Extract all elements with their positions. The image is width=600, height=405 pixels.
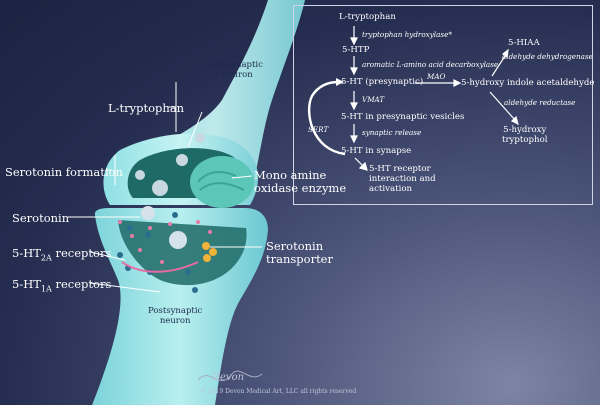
label-presynaptic-neuron: Presynaptic neuron — [212, 60, 263, 80]
pathway-step-5hiaa: 5-HIAA — [508, 38, 540, 48]
label-5ht2a-receptors: 5-HT2A receptors — [12, 246, 111, 262]
pathway-enzyme-mao: MAO — [427, 72, 446, 81]
label-serotonin-transporter: Serotonin transporter — [266, 239, 333, 266]
pathway-step-aldehyde: 5-hydroxy indole acetaldehyde — [461, 78, 595, 88]
leader-lines — [68, 82, 262, 293]
pathway-box — [293, 5, 593, 205]
transporter — [202, 242, 217, 262]
ion-flow — [121, 261, 199, 273]
mitochondrion-cristae — [197, 171, 245, 191]
pathway-arrows — [350, 26, 519, 171]
label-5ht2a-sub: 2A — [40, 253, 52, 263]
pathway-step-5ht-presynaptic: 5-HT (presynaptic) — [341, 77, 424, 87]
signature-mark — [197, 370, 263, 381]
copyright: © 2019 Devon Medical Art, LLC all rights… — [200, 388, 357, 395]
label-5ht1a-receptors: 5-HT1A receptors — [12, 277, 111, 293]
serotonin-molecules — [118, 220, 212, 264]
pathway-step-tryptophol: 5-hydroxy tryptophol — [502, 125, 548, 145]
label-5ht1a-suffix: receptors — [51, 277, 112, 291]
pathway-enzyme-vmat: VMAT — [362, 95, 385, 104]
receptors — [117, 212, 198, 293]
label-5ht2a-suffix: receptors — [51, 246, 112, 260]
label-5ht1a-prefix: 5-HT — [12, 277, 41, 291]
pathway-step-l-tryptophan: L-tryptophan — [339, 12, 396, 22]
signature: Devon — [212, 372, 245, 383]
pathway-enzyme-decarboxylase: aromatic L-amino acid decarboxylase — [362, 60, 499, 69]
pathway-step-receptor-activation: 5-HT receptor interaction and activation — [369, 164, 436, 194]
pathway-step-5htp: 5-HTP — [342, 45, 370, 55]
sert-loop — [307, 80, 346, 156]
pathway-enzyme-synaptic-release: synaptic release — [362, 128, 422, 137]
pathway-sert: SERT — [308, 125, 329, 134]
pathway-enzyme-tryptophan-hydroxylase: tryptophan hydroxylase* — [362, 30, 452, 39]
pathway-enzyme-reductase: aldehyde reductase — [504, 98, 576, 107]
pathway-step-synapse: 5-HT in synapse — [341, 146, 412, 156]
label-l-tryptophan: L-tryptophan — [108, 101, 185, 115]
label-serotonin: Serotonin — [12, 211, 70, 225]
label-mao-enzyme: Mono amine oxidase enzyme — [254, 168, 347, 195]
vesicles — [135, 133, 205, 249]
label-5ht1a-sub: 1A — [40, 284, 52, 294]
pathway-step-vesicles: 5-HT in presynaptic vesicles — [341, 112, 465, 122]
pathway-enzyme-dehydrogenase: aldehyde dehydrogenase — [502, 52, 593, 61]
mitochondrion — [190, 156, 254, 208]
label-postsynaptic-neuron: Postsynaptic neuron — [148, 306, 203, 326]
label-5ht2a-prefix: 5-HT — [12, 246, 41, 260]
label-serotonin-formation: Serotonin formation — [5, 165, 123, 179]
